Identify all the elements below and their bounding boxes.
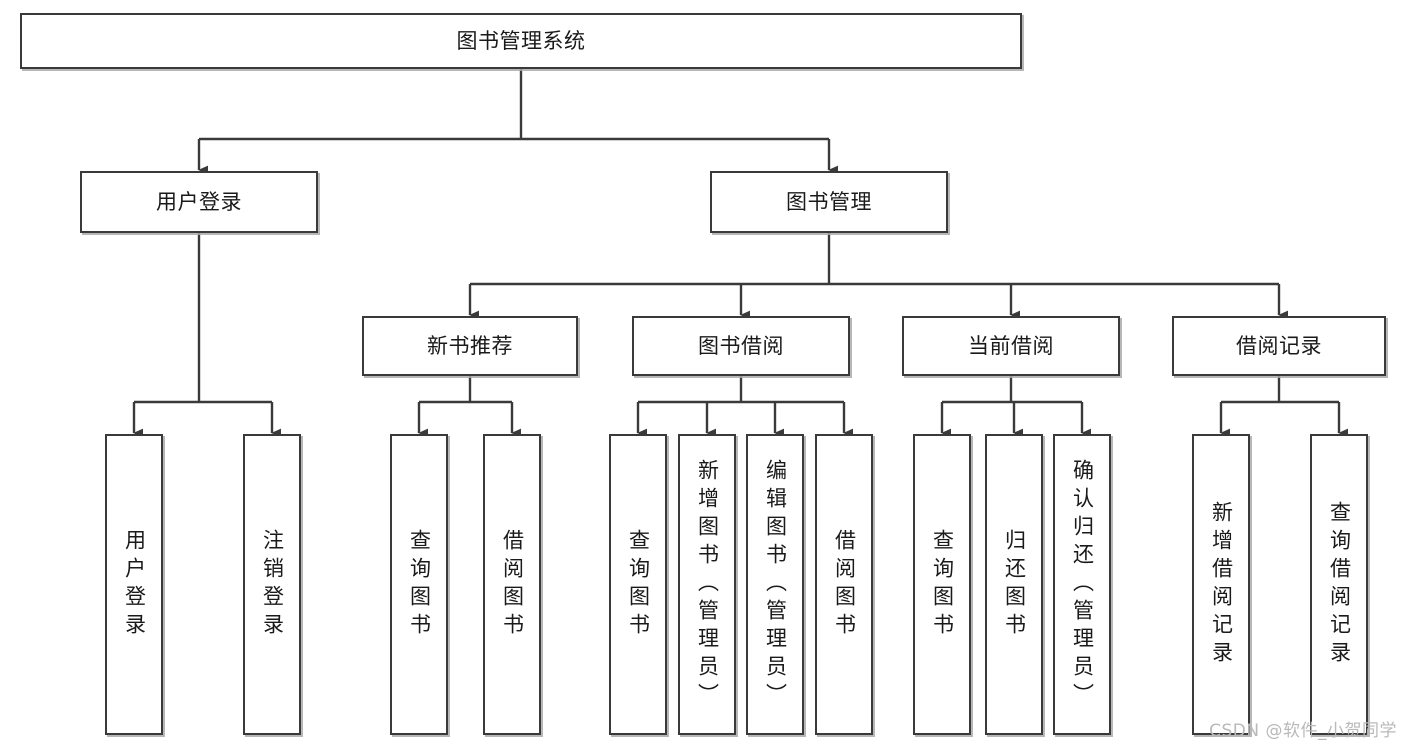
node-leaf_query_record[interactable]: 查询借阅记录: [1310, 434, 1368, 735]
node-userlogin[interactable]: 用户登录: [80, 171, 318, 233]
node-label: 图书借阅: [698, 333, 784, 358]
node-label: 用户登录: [122, 528, 147, 641]
watermark-text: CSDN @软件_小贺同学: [1209, 721, 1397, 741]
node-label: 新增图书（管理员）: [695, 458, 720, 711]
node-label: 查询图书: [626, 528, 651, 641]
node-label: 查询图书: [930, 528, 955, 641]
node-leaf_borrow_book_1[interactable]: 借阅图书: [483, 434, 541, 735]
node-label: 查询借阅记录: [1327, 500, 1352, 669]
node-leaf_query_book_1[interactable]: 查询图书: [390, 434, 448, 735]
node-label: 编辑图书（管理员）: [763, 458, 788, 711]
node-label: 借阅记录: [1236, 333, 1322, 358]
node-label: 借阅图书: [832, 528, 857, 641]
node-leaf_add_book[interactable]: 新增图书（管理员）: [678, 434, 736, 735]
node-leaf_add_record[interactable]: 新增借阅记录: [1192, 434, 1250, 735]
node-leaf_query_book_3[interactable]: 查询图书: [913, 434, 971, 735]
node-root[interactable]: 图书管理系统: [20, 13, 1022, 69]
node-bookborrow[interactable]: 图书借阅: [632, 316, 850, 376]
node-label: 图书管理系统: [456, 28, 586, 53]
node-leaf_confirm_ret[interactable]: 确认归还（管理员）: [1053, 434, 1111, 735]
node-leaf_query_book_2[interactable]: 查询图书: [609, 434, 667, 735]
node-label: 用户登录: [156, 189, 242, 214]
node-label: 当前借阅: [968, 333, 1054, 358]
node-label: 归还图书: [1002, 528, 1027, 641]
node-leaf_userlogin[interactable]: 用户登录: [105, 434, 163, 735]
node-leaf_borrow_book_2[interactable]: 借阅图书: [815, 434, 873, 735]
node-label: 新增借阅记录: [1209, 500, 1234, 669]
node-leaf_logout[interactable]: 注销登录: [243, 434, 301, 735]
node-newbookrec[interactable]: 新书推荐: [362, 316, 578, 376]
node-label: 查询图书: [407, 528, 432, 641]
node-curborrow[interactable]: 当前借阅: [902, 316, 1120, 376]
node-bookmgmt[interactable]: 图书管理: [710, 171, 948, 233]
node-label: 确认归还（管理员）: [1070, 458, 1095, 711]
node-label: 图书管理: [786, 189, 872, 214]
node-borrowrec[interactable]: 借阅记录: [1172, 316, 1386, 376]
node-leaf_edit_book[interactable]: 编辑图书（管理员）: [746, 434, 804, 735]
node-label: 借阅图书: [500, 528, 525, 641]
node-label: 新书推荐: [427, 333, 513, 358]
node-label: 注销登录: [260, 528, 285, 641]
node-leaf_return_book[interactable]: 归还图书: [985, 434, 1043, 735]
